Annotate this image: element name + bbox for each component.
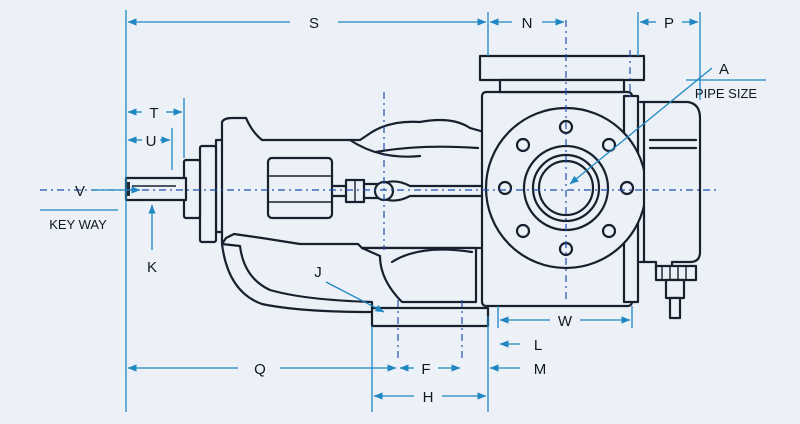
pump-outline: [124, 54, 702, 328]
label-s: S: [309, 15, 319, 32]
drive-shaft: [124, 176, 188, 202]
label-p: P: [664, 15, 674, 32]
base-foot: [370, 306, 490, 328]
label-q: Q: [254, 361, 266, 378]
label-l: L: [534, 337, 542, 354]
dimension-labels: S N P A PIPE SIZE T U V KEY WAY K J W L …: [49, 15, 757, 406]
label-v: V: [75, 183, 85, 200]
label-t: T: [149, 105, 158, 122]
coupling-window: [266, 156, 334, 220]
label-j: J: [314, 264, 322, 281]
label-n: N: [522, 15, 533, 32]
discharge-flange: [478, 54, 646, 82]
label-key-way: KEY WAY: [49, 217, 107, 232]
center-lines: [40, 20, 720, 360]
label-h: H: [423, 389, 434, 406]
label-u: U: [146, 133, 157, 150]
dim-a-leader: [569, 67, 713, 185]
support-bracket: [220, 242, 374, 314]
relief-valve: [642, 100, 702, 272]
label-m: M: [534, 361, 547, 378]
label-a: A: [719, 61, 729, 78]
label-pipe-size: PIPE SIZE: [695, 86, 757, 101]
label-w: W: [558, 313, 573, 330]
valve-adjuster: [654, 264, 698, 320]
label-f: F: [421, 361, 430, 378]
dim-j-leader: [325, 281, 385, 313]
dimension-lines: [40, 10, 766, 412]
label-k: K: [147, 259, 157, 276]
shaft-flange: [198, 144, 218, 244]
